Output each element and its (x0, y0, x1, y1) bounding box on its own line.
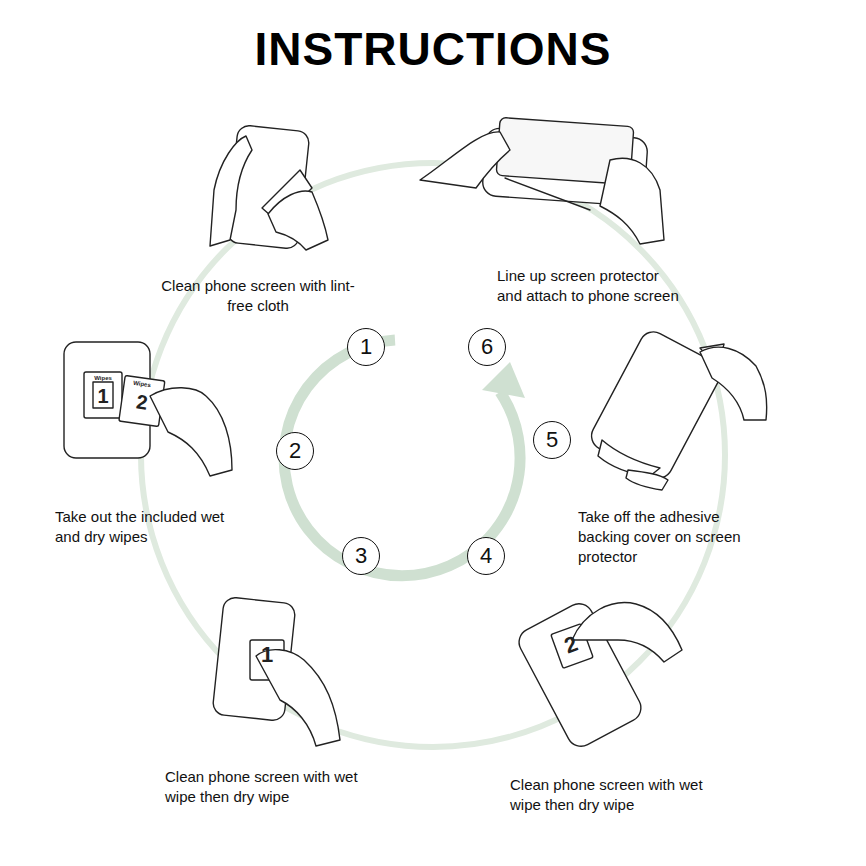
step-number: 4 (480, 543, 492, 569)
step-number-circle: 1 (347, 328, 385, 366)
step6-drawing (420, 117, 664, 244)
step-caption: Clean phone screen with wet wipe then dr… (510, 775, 706, 815)
step1-drawing (210, 125, 328, 250)
outer-ring (141, 163, 725, 747)
wipe-packet-label: Wipes (90, 375, 116, 381)
step-number-circle: 2 (276, 432, 314, 470)
step5-drawing (587, 327, 767, 490)
step-number: 6 (481, 334, 493, 360)
step-caption: Take off the adhesive backing cover on s… (578, 507, 760, 567)
title: INSTRUCTIONS (0, 22, 866, 76)
step-number-circle: 3 (342, 537, 380, 575)
step-number: 5 (546, 427, 558, 453)
wipe-packet-number: 1 (94, 386, 112, 406)
wipe-number: 1 (256, 644, 278, 666)
step-caption: Clean phone screen with lint-free cloth (160, 276, 356, 316)
step-caption: Line up screen protector and attach to p… (497, 266, 683, 306)
step-caption: Take out the included wet and dry wipes (55, 507, 227, 547)
step-number-circle: 5 (533, 421, 571, 459)
step4-drawing (514, 599, 682, 751)
step3-drawing (212, 597, 340, 746)
step-caption: Clean phone screen with wet wipe then dr… (165, 767, 361, 807)
step2-drawing (64, 342, 232, 476)
step-number-circle: 4 (467, 537, 505, 575)
wipe-packet-number: 2 (131, 391, 154, 414)
step-number: 3 (355, 543, 367, 569)
cycle-arrow (284, 340, 525, 576)
step-number: 2 (289, 438, 301, 464)
step-number: 1 (360, 334, 372, 360)
step-number-circle: 6 (468, 328, 506, 366)
